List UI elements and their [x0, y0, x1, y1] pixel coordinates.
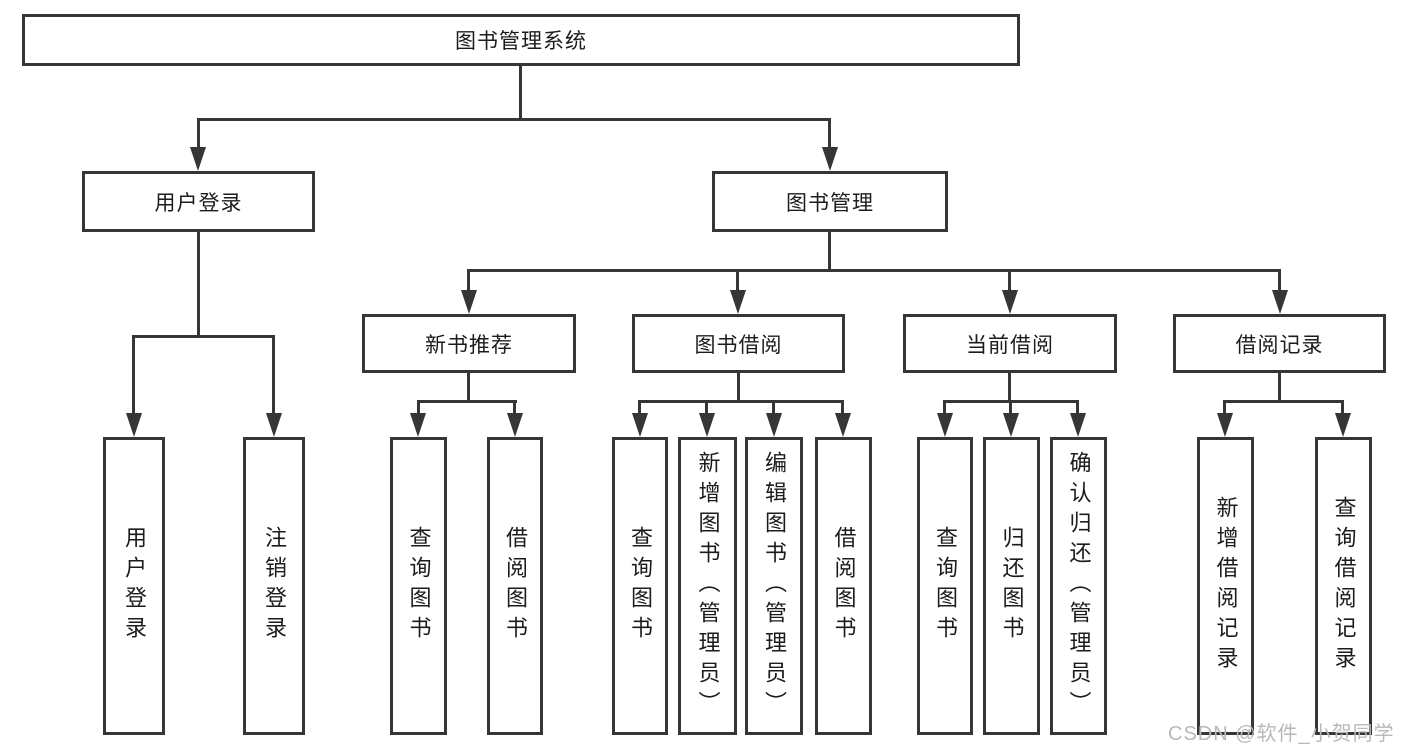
leaf-edit-books-admin: 编辑图书（管理员）	[745, 437, 803, 735]
node-new-book-recommend: 新书推荐	[362, 314, 576, 373]
node-borrowing-records: 借阅记录	[1173, 314, 1386, 373]
arrowhead-icon	[126, 413, 142, 437]
connector-user-login-hbar	[132, 335, 275, 338]
arrowhead-icon	[699, 413, 715, 437]
leaf-add-books-admin: 新增图书（管理员）	[678, 437, 737, 735]
connector-user-login-stem	[197, 232, 200, 338]
connector-level3-hbar	[467, 269, 1281, 272]
arrowhead-icon	[937, 413, 953, 437]
connector-level3-drop	[1008, 269, 1011, 294]
arrowhead-icon	[632, 413, 648, 437]
connector-leaf-drop	[513, 400, 516, 416]
connector-book-mgmt-drop	[828, 118, 831, 150]
arrowhead-icon	[730, 290, 746, 314]
arrowhead-icon	[410, 413, 426, 437]
connector-leaf-drop	[772, 400, 775, 416]
node-root: 图书管理系统	[22, 14, 1020, 66]
arrowhead-icon	[266, 413, 282, 437]
connector-new-book-stem	[467, 373, 470, 403]
connector-leaf-drop	[705, 400, 708, 416]
connector-leaf-drop	[1223, 400, 1226, 416]
leaf-user-login: 用户登录	[103, 437, 165, 735]
connector-user-login-drop	[197, 118, 200, 150]
connector-borrowing-stem	[737, 373, 740, 403]
connector-borrowing-hbar	[638, 400, 844, 403]
arrowhead-icon	[461, 290, 477, 314]
arrowhead-icon	[1070, 413, 1086, 437]
connector-leaf-drop	[132, 335, 135, 417]
connector-records-hbar	[1223, 400, 1344, 403]
node-book-management: 图书管理	[712, 171, 948, 232]
connector-records-stem	[1278, 373, 1281, 403]
arrowhead-icon	[835, 413, 851, 437]
connector-level3-drop	[736, 269, 739, 294]
arrowhead-icon	[822, 147, 838, 171]
connector-leaf-drop	[943, 400, 946, 416]
arrowhead-icon	[1272, 290, 1288, 314]
connector-level3-drop	[1278, 269, 1281, 294]
arrowhead-icon	[507, 413, 523, 437]
leaf-query-books: 查询图书	[390, 437, 447, 735]
node-user-login: 用户登录	[82, 171, 315, 232]
connector-leaf-drop	[1076, 400, 1079, 416]
arrowhead-icon	[190, 147, 206, 171]
leaf-return-books: 归还图书	[983, 437, 1040, 735]
arrowhead-icon	[1002, 290, 1018, 314]
connector-leaf-drop	[841, 400, 844, 416]
leaf-query-borrow-record: 查询借阅记录	[1315, 437, 1372, 735]
connector-leaf-drop	[1341, 400, 1344, 416]
arrowhead-icon	[1217, 413, 1233, 437]
leaf-add-borrow-record: 新增借阅记录	[1197, 437, 1254, 735]
leaf-borrow-books: 借阅图书	[815, 437, 872, 735]
connector-new-book-hbar	[417, 400, 517, 403]
arrowhead-icon	[1335, 413, 1351, 437]
arrowhead-icon	[1003, 413, 1019, 437]
connector-root-stem	[519, 66, 522, 120]
leaf-query-books: 查询图书	[917, 437, 973, 735]
connector-leaf-drop	[1009, 400, 1012, 416]
connector-level3-drop	[467, 269, 470, 294]
leaf-query-books: 查询图书	[612, 437, 668, 735]
connector-book-mgmt-stem	[828, 232, 831, 272]
node-current-borrowing: 当前借阅	[903, 314, 1117, 373]
connector-current-stem	[1008, 373, 1011, 403]
connector-leaf-drop	[272, 335, 275, 417]
connector-leaf-drop	[638, 400, 641, 416]
leaf-logout: 注销登录	[243, 437, 305, 735]
arrowhead-icon	[766, 413, 782, 437]
leaf-confirm-return-admin: 确认归还（管理员）	[1050, 437, 1107, 735]
watermark: CSDN @软件_小贺同学	[1168, 723, 1395, 745]
connector-level2-hbar	[197, 118, 831, 121]
node-book-borrowing: 图书借阅	[632, 314, 845, 373]
leaf-borrow-books: 借阅图书	[487, 437, 543, 735]
connector-leaf-drop	[417, 400, 420, 416]
